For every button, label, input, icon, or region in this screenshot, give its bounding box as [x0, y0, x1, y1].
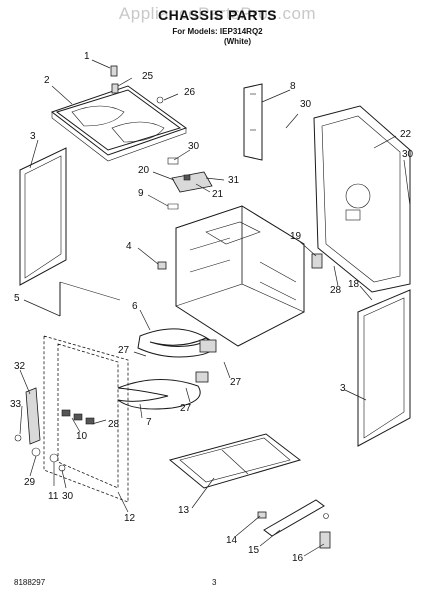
- front-frame: [43, 335, 129, 503]
- callout-22: 22: [400, 129, 412, 140]
- callout-18: 18: [348, 279, 360, 290]
- callout-28-right: 28: [330, 285, 342, 296]
- callout-30-bottom: 30: [62, 491, 74, 502]
- bracket-19: [311, 253, 323, 269]
- bracket-8: [243, 83, 263, 161]
- hinge-32: [25, 387, 41, 445]
- callout-29: 29: [24, 477, 36, 488]
- callout-26: 26: [184, 87, 196, 98]
- callout-28-left: 28: [108, 419, 120, 430]
- callout-2: 2: [44, 75, 50, 86]
- callout-31: 31: [228, 175, 240, 186]
- clip-4: [157, 261, 167, 270]
- callout-27-mid: 27: [180, 403, 192, 414]
- callout-11: 11: [48, 491, 59, 502]
- document-number: 8188297: [14, 578, 46, 587]
- callout-20: 20: [138, 165, 150, 176]
- callout-6: 6: [132, 301, 138, 312]
- callout-3-left: 3: [30, 131, 36, 142]
- callout-13: 13: [178, 505, 190, 516]
- callout-12: 12: [124, 513, 136, 524]
- switch-block: [167, 157, 213, 210]
- oven-door-glass-right: [357, 289, 411, 447]
- callout-10: 10: [76, 431, 88, 442]
- page-title: CHASSIS PARTS: [157, 7, 278, 23]
- broiler-pan: [168, 433, 302, 489]
- callout-33: 33: [10, 399, 22, 410]
- callout-32: 32: [14, 361, 26, 372]
- callout-8: 8: [290, 81, 296, 92]
- oven-door-glass-left: [19, 147, 67, 286]
- top-fasteners: [110, 65, 164, 104]
- valve-parts: [14, 409, 95, 472]
- leader-lines: [19, 59, 411, 557]
- broil-element: [117, 371, 209, 410]
- callout-15: 15: [248, 545, 260, 556]
- callout-14: 14: [226, 535, 238, 546]
- callout-5: 5: [14, 293, 20, 304]
- callout-27-left: 27: [118, 345, 130, 356]
- callout-7: 7: [146, 417, 152, 428]
- callout-1: 1: [84, 51, 90, 62]
- callout-30-top: 30: [300, 99, 312, 110]
- models-line: For Models: IEP314RQ2: [172, 27, 263, 36]
- page-number: 3: [212, 578, 217, 587]
- callout-16: 16: [292, 553, 304, 564]
- callout-3-right: 3: [340, 383, 346, 394]
- color-line: (White): [223, 37, 252, 46]
- watermark: AppliancePartsPros.com: [118, 4, 317, 23]
- callout-4: 4: [126, 241, 132, 252]
- callout-30-right: 30: [402, 149, 414, 160]
- oven-cavity: [175, 205, 305, 347]
- callout-27-right: 27: [230, 377, 242, 388]
- callout-9: 9: [138, 188, 144, 199]
- side-panel: [313, 105, 411, 293]
- bake-element: [137, 328, 217, 358]
- callout-19: 19: [290, 231, 302, 242]
- drawer-rail: [257, 499, 331, 549]
- callout-25: 25: [142, 71, 154, 82]
- cooktop-panel: [50, 85, 188, 162]
- callout-30-mid: 30: [188, 141, 200, 152]
- callout-21: 21: [212, 189, 224, 200]
